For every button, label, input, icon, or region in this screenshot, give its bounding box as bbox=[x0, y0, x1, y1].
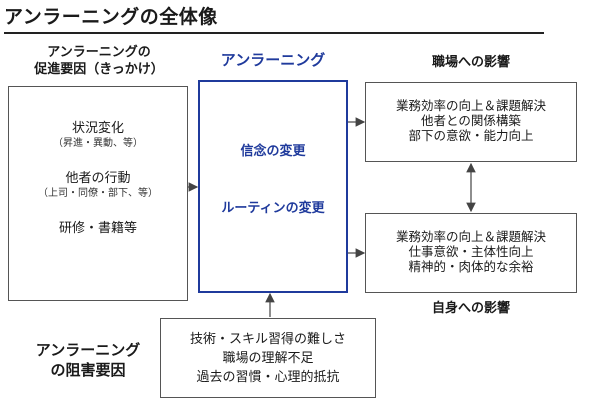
unlearning-box: 信念の変更 ルーティンの変更 bbox=[198, 80, 348, 293]
left-header-line1: アンラーニングの bbox=[47, 45, 151, 60]
workplace-impact-item: 他者との関係構築 bbox=[421, 113, 521, 128]
left-header: アンラーニングの 促進要因（きっかけ） bbox=[14, 44, 184, 78]
workplace-impact-item: 部下の意欲・能力向上 bbox=[408, 128, 534, 143]
self-impact-item: 業務効率の向上＆課題解決 bbox=[395, 229, 546, 244]
inhibiting-header-line1: アンラーニング bbox=[35, 341, 141, 359]
workplace-impact-item: 業務効率の向上＆課題解決 bbox=[395, 98, 546, 113]
self-impact-header: 自身への影響 bbox=[431, 301, 510, 316]
self-impact-box: 業務効率の向上＆課題解決 仕事意欲・主体性向上 精神的・肉体的な余裕 bbox=[365, 213, 577, 293]
workplace-impact-box: 業務効率の向上＆課題解決 他者との関係構築 部下の意欲・能力向上 bbox=[365, 82, 577, 162]
factor-training: 研修・書籍等 bbox=[58, 221, 137, 236]
factor-situation-change: 状況変化 bbox=[71, 121, 124, 136]
inhibiting-factors-header: アンラーニング の阻害要因 bbox=[14, 340, 162, 380]
factor-others-behavior-note: （上司・同僚・部下、等） bbox=[38, 188, 158, 199]
inhibiting-factor-item: 過去の習慣・心理的抵抗 bbox=[196, 370, 340, 385]
center-header: アンラーニング bbox=[220, 51, 326, 69]
inhibiting-factor-item: 職場の理解不足 bbox=[222, 351, 314, 366]
factor-others-behavior: 他者の行動 bbox=[65, 171, 131, 186]
self-impact-item: 精神的・肉体的な余裕 bbox=[408, 259, 534, 274]
routine-change: ルーティンの変更 bbox=[221, 201, 325, 216]
left-header-line2: 促進要因（きっかけ） bbox=[34, 62, 164, 77]
inhibiting-header-line2: の阻害要因 bbox=[50, 361, 126, 379]
workplace-impact-header: 職場への影響 bbox=[431, 55, 510, 70]
self-impact-item: 仕事意欲・主体性向上 bbox=[408, 244, 534, 259]
inhibiting-factor-item: 技術・スキル習得の難しさ bbox=[189, 332, 346, 347]
inhibiting-factors-box: 技術・スキル習得の難しさ 職場の理解不足 過去の習慣・心理的抵抗 bbox=[160, 318, 376, 398]
belief-change: 信念の変更 bbox=[240, 144, 306, 159]
promoting-factors-box: 状況変化 （昇進・異動、等） 他者の行動 （上司・同僚・部下、等） 研修・書籍等 bbox=[8, 86, 188, 301]
title-divider bbox=[4, 32, 544, 34]
factor-situation-change-note: （昇進・異動、等） bbox=[53, 138, 143, 149]
page-title: アンラーニングの全体像 bbox=[4, 6, 218, 28]
